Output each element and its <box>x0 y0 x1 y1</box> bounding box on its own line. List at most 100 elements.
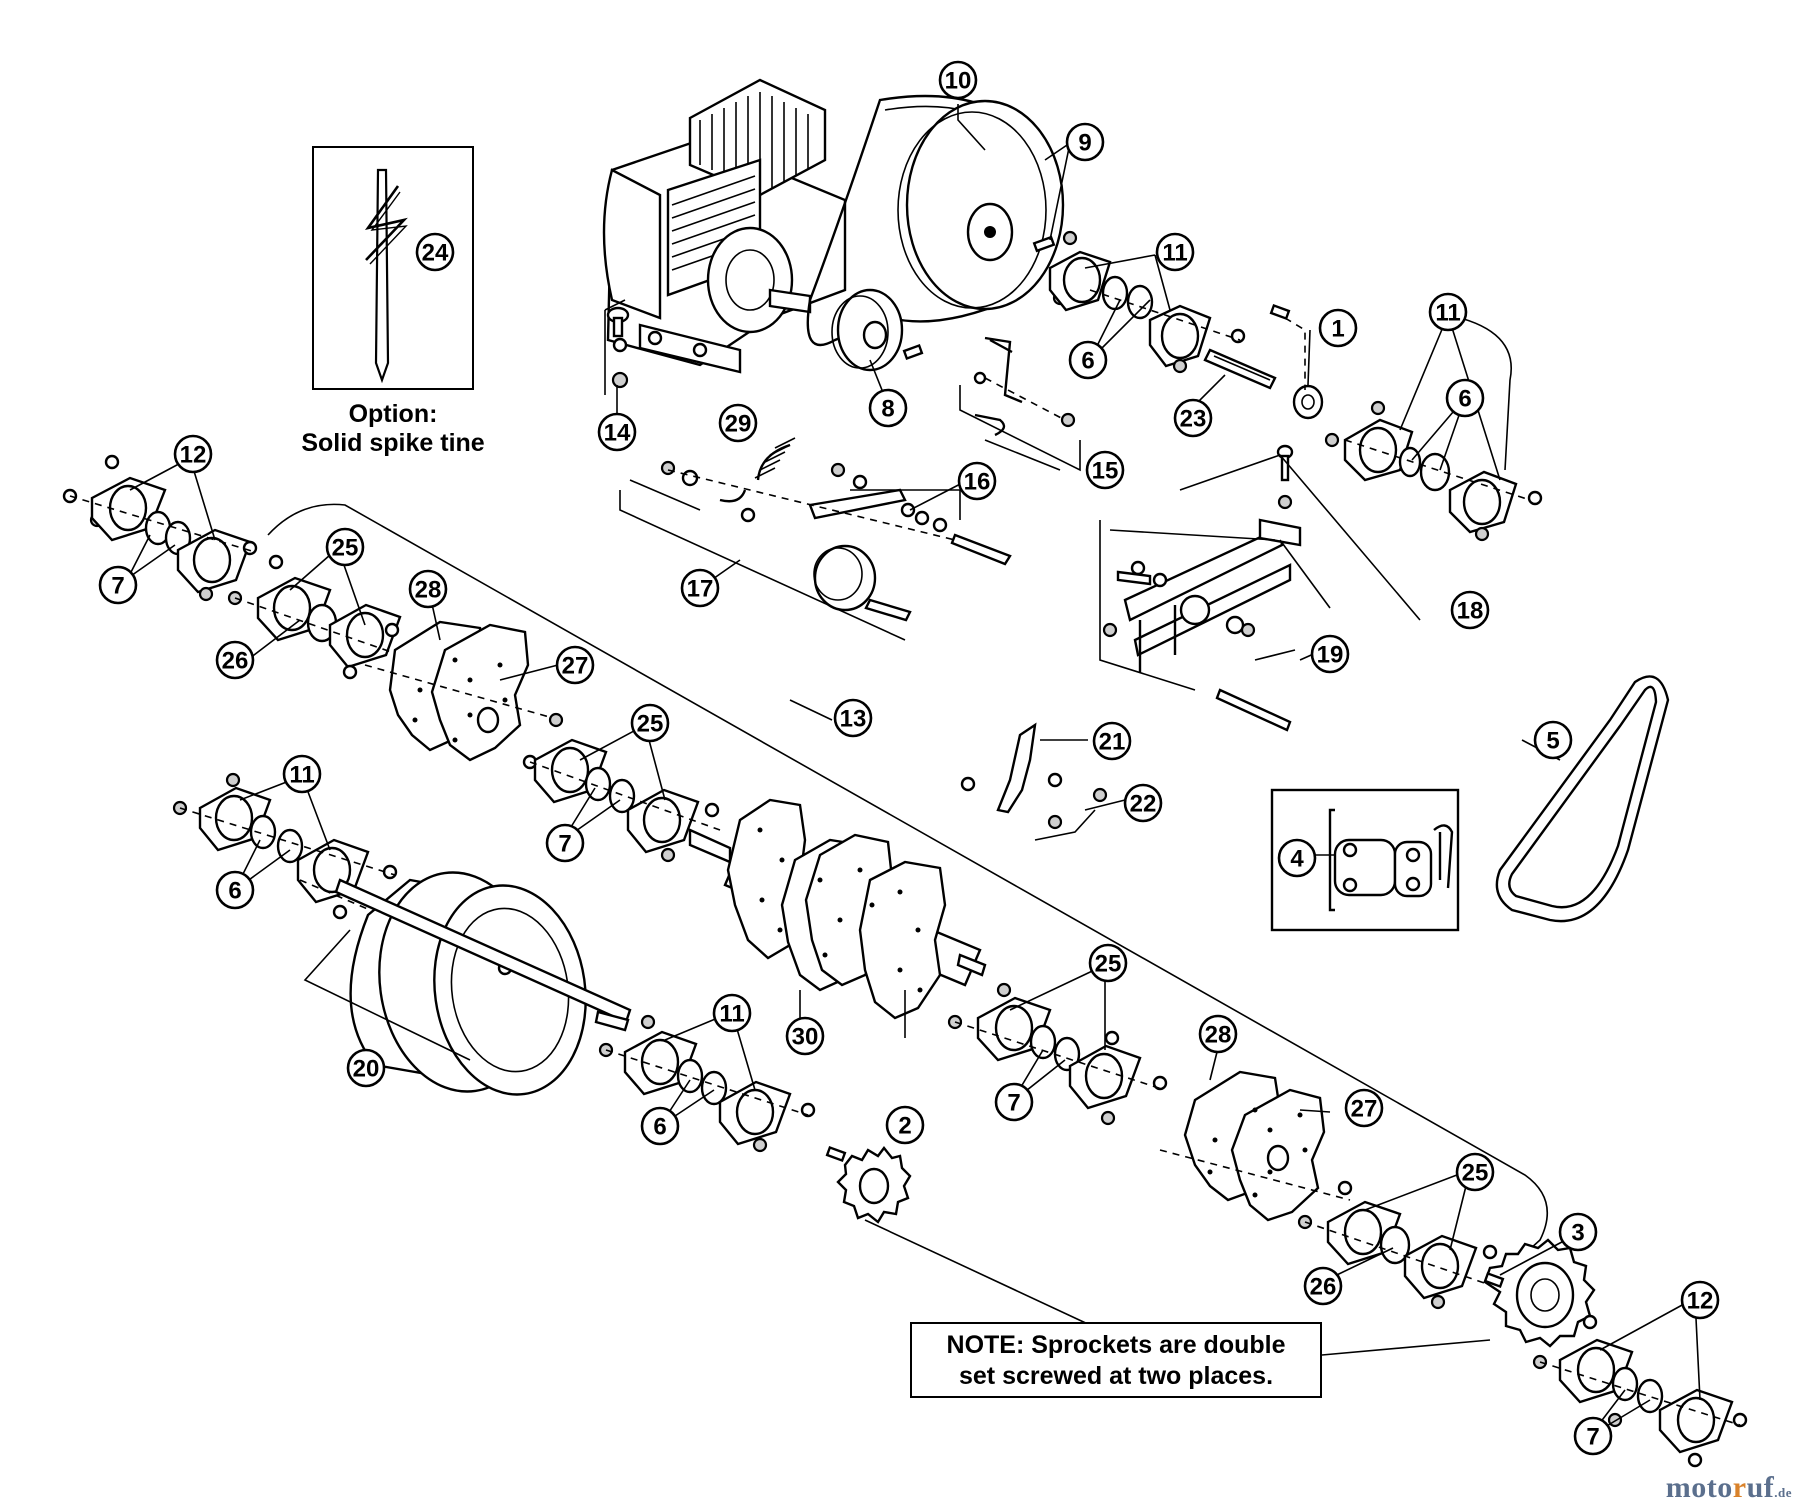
engine-drawing <box>602 78 847 395</box>
callout-25: 25 <box>325 527 365 567</box>
lever-arm <box>959 336 1081 472</box>
option-caption-line2: Solid spike tine <box>301 429 485 457</box>
callout-circle <box>597 412 637 452</box>
callout-circle <box>1303 1266 1343 1306</box>
callout-8: 8 <box>868 388 908 428</box>
callout-circle <box>1680 1280 1720 1320</box>
callout-1: 1 <box>1318 308 1358 348</box>
callout-number: 23 <box>1180 406 1207 433</box>
callout-number: 11 <box>719 1001 744 1028</box>
callout-7: 7 <box>98 565 138 605</box>
callout-7: 7 <box>545 823 585 863</box>
callout-number: 12 <box>1687 1288 1714 1315</box>
callout-20: 20 <box>346 1048 386 1088</box>
callout-circle <box>1573 1416 1613 1456</box>
bearing-set-lower-center <box>598 1014 816 1153</box>
tine-disc-stack <box>723 798 987 1020</box>
callout-circle <box>415 232 455 272</box>
drive-chain <box>1495 675 1670 923</box>
callout-circle <box>712 993 752 1033</box>
callout-4: 4 <box>1277 838 1317 878</box>
callout-number: 10 <box>945 68 972 95</box>
tine-clip <box>960 722 1108 841</box>
callout-19: 19 <box>1310 634 1350 674</box>
callout-6: 6 <box>215 870 255 910</box>
callout-23: 23 <box>1173 398 1213 438</box>
sprocket-small <box>825 1145 912 1224</box>
callout-number: 19 <box>1317 642 1344 669</box>
tine-assembly-outline <box>267 503 1549 1259</box>
callout-15: 15 <box>1085 450 1125 490</box>
callout-number: 14 <box>604 420 631 447</box>
tine-discs-lower <box>1159 1070 1351 1222</box>
callout-number: 5 <box>1546 728 1559 755</box>
callout-circle <box>630 703 670 743</box>
upper-bearing-assembly <box>1048 230 1324 420</box>
bearing-set-middle <box>522 712 732 864</box>
option-spike-tine-box <box>312 146 474 390</box>
callout-number: 28 <box>1205 1022 1232 1049</box>
note-line2: set screwed at two places. <box>958 1362 1274 1390</box>
callout-number: 1 <box>1331 316 1344 343</box>
callout-number: 29 <box>725 411 752 438</box>
callout-circle <box>994 1082 1034 1122</box>
callout-circle <box>1065 122 1105 162</box>
drive-belt-and-pulleys <box>806 94 1065 372</box>
watermark-logo: motoruf.de <box>1666 1471 1792 1505</box>
callout-number: 26 <box>222 648 249 675</box>
callout-circle <box>1068 340 1108 380</box>
callout-circle <box>215 640 255 680</box>
tine-discs-upper <box>364 620 561 762</box>
callout-number: 27 <box>1351 1096 1378 1123</box>
callout-circle <box>1428 292 1468 332</box>
callout-layer: 1234566667777891011111111121213141516171… <box>98 60 1720 1456</box>
callout-circle <box>1310 634 1350 674</box>
callout-circle <box>1173 398 1213 438</box>
callout-circle <box>833 698 873 738</box>
callout-26: 26 <box>215 640 255 680</box>
bearing-set-bottom-right <box>1532 1314 1748 1468</box>
callout-circle <box>957 461 997 501</box>
callout-9: 9 <box>1065 122 1105 162</box>
callout-circle <box>1092 721 1132 761</box>
callout-number: 4 <box>1290 846 1304 873</box>
callout-circle <box>346 1048 386 1088</box>
callout-number: 18 <box>1457 598 1484 625</box>
callout-circle <box>938 60 978 100</box>
watermark-name-b: r <box>1732 1471 1747 1504</box>
callout-circle <box>1088 943 1128 983</box>
callout-26: 26 <box>1303 1266 1343 1306</box>
callout-number: 13 <box>840 706 867 733</box>
callout-12: 12 <box>173 434 213 474</box>
option-caption: Option: Solid spike tine <box>282 400 504 458</box>
callout-11: 11 <box>1428 292 1468 332</box>
tine-support-bracket <box>1099 444 1421 732</box>
callout-25: 25 <box>1455 1152 1495 1192</box>
callout-number: 6 <box>653 1114 666 1141</box>
watermark-tld: .de <box>1774 1485 1792 1500</box>
callout-number: 21 <box>1099 729 1126 756</box>
callout-circle <box>408 569 448 609</box>
callout-18: 18 <box>1450 590 1490 630</box>
callout-number: 6 <box>228 878 241 905</box>
callout-6: 6 <box>640 1106 680 1146</box>
sprocket-note: NOTE: Sprockets are double set screwed a… <box>910 1322 1322 1398</box>
callout-12: 12 <box>1680 1280 1720 1320</box>
callout-circle <box>1558 1212 1598 1252</box>
callout-number: 11 <box>1435 300 1460 327</box>
callout-number: 20 <box>353 1056 380 1083</box>
callout-circle <box>1450 590 1490 630</box>
callout-circle <box>785 1016 825 1056</box>
callout-number: 6 <box>1081 348 1094 375</box>
callout-number: 7 <box>1586 1424 1599 1451</box>
callout-number: 15 <box>1092 458 1119 485</box>
callout-25: 25 <box>630 703 670 743</box>
callout-number: 25 <box>1095 951 1122 978</box>
callout-circle <box>555 645 595 685</box>
callout-circle <box>1318 308 1358 348</box>
callout-25: 25 <box>1088 943 1128 983</box>
callout-27: 27 <box>1344 1088 1384 1128</box>
callout-circle <box>545 823 585 863</box>
callout-circle <box>1085 450 1125 490</box>
